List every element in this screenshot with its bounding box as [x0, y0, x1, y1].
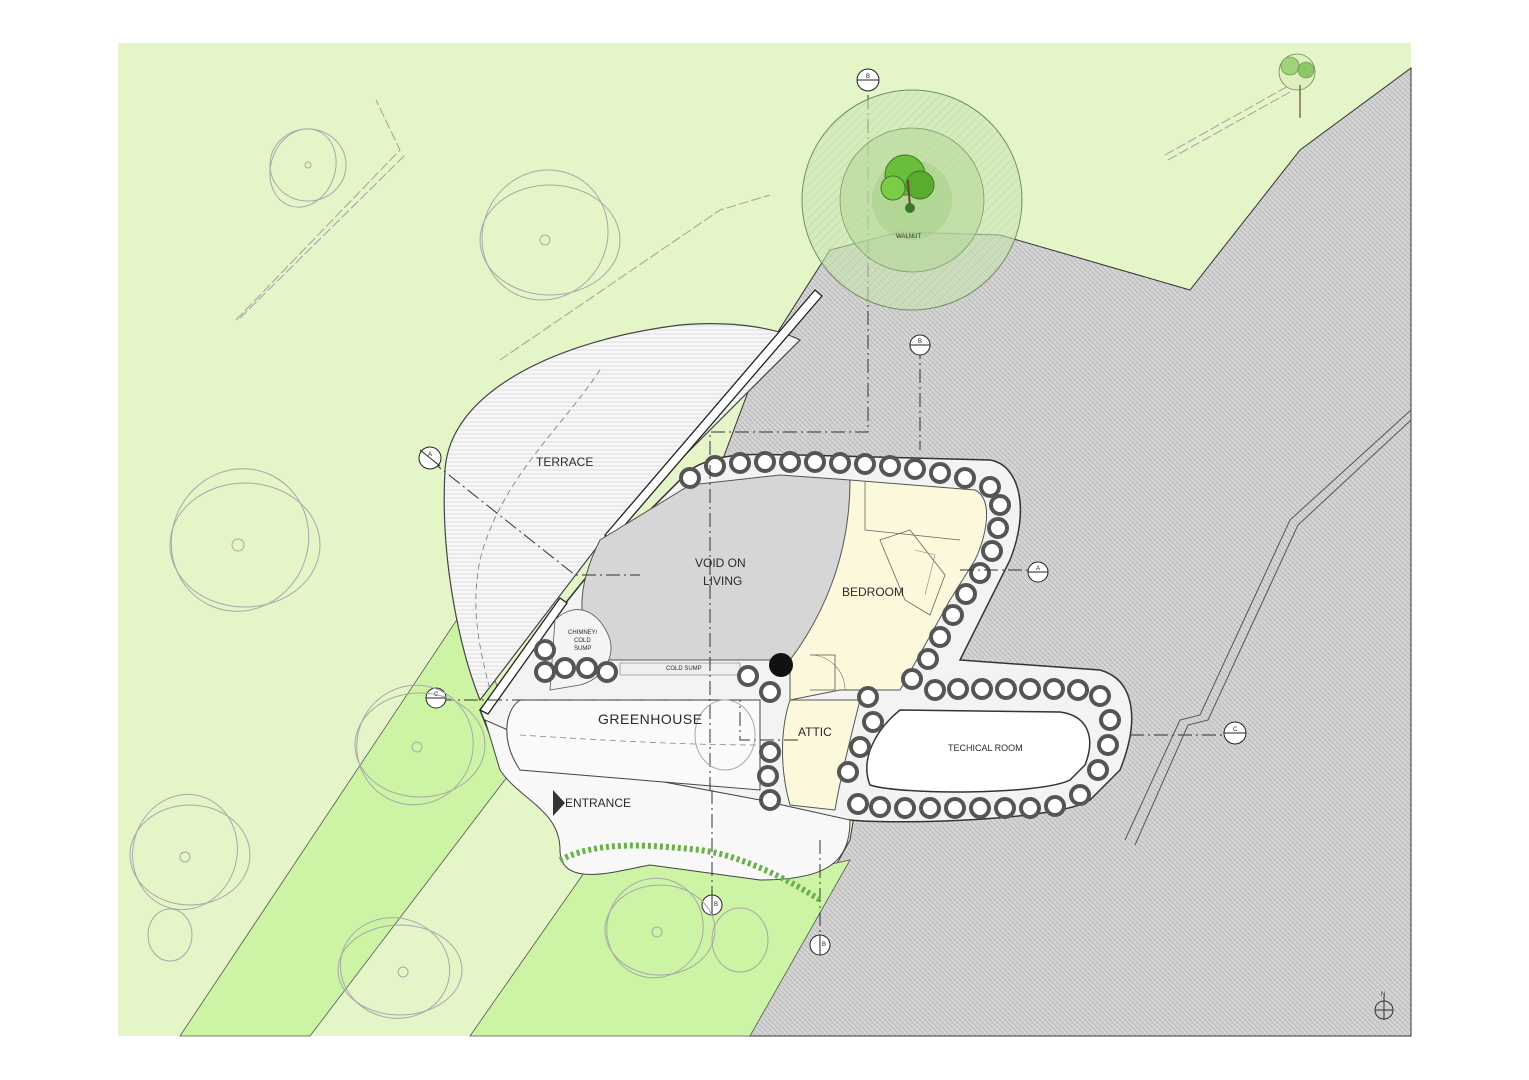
section-marker-top: B: [856, 68, 880, 92]
svg-text:B: B: [866, 74, 870, 80]
chimney-label-line2: COLD: [574, 638, 591, 644]
technical-room-label: TECHICAL ROOM: [948, 743, 1023, 753]
greenhouse-label: GREENHOUSE: [598, 711, 703, 727]
lawn-trees: [129, 128, 769, 1019]
section-marker-c-left: C: [425, 687, 447, 709]
chimney-label-line3: SUMP: [574, 646, 591, 652]
small-tree-icon: [1278, 53, 1316, 118]
tire-wall: [534, 451, 1121, 819]
technical-room: [866, 709, 1091, 793]
bedroom-floor: [789, 479, 988, 701]
section-marker-b2: B: [909, 334, 931, 356]
section-marker-a-left: A: [418, 446, 442, 470]
svg-text:B: B: [714, 902, 718, 908]
svg-text:N: N: [1381, 992, 1385, 998]
void-label-line1: VOID ON: [695, 556, 746, 570]
section-marker-b-bottom2: B: [809, 934, 831, 956]
section-marker-a-right: A: [1027, 561, 1049, 583]
attic-label: ATTIC: [798, 725, 832, 739]
svg-text:A: A: [428, 452, 432, 458]
section-marker-c-right: C: [1223, 721, 1247, 745]
chimney-dot: [769, 653, 793, 677]
section-marker-b-bottom: B: [701, 894, 723, 916]
svg-text:B: B: [822, 942, 826, 948]
north-arrow-icon: N: [1374, 992, 1394, 1020]
walnut-label: WALNUT: [896, 234, 921, 240]
terrace-label: TERRACE: [536, 455, 593, 469]
svg-text:B: B: [918, 339, 922, 345]
void-label-line2: LIVING: [703, 574, 742, 588]
svg-text:A: A: [1036, 566, 1040, 572]
entrance-label: ENTRANCE: [565, 796, 631, 810]
attic-floor: [782, 699, 861, 811]
svg-text:C: C: [1233, 727, 1238, 733]
chimney-label-line1: CHIMNEY/: [568, 630, 598, 636]
bedroom-label: BEDROOM: [842, 585, 904, 599]
cold-sump-label: COLD SUMP: [666, 666, 702, 672]
walnut-tree: WALNUT: [801, 89, 1023, 311]
entrance-arrow-icon: [553, 790, 565, 816]
